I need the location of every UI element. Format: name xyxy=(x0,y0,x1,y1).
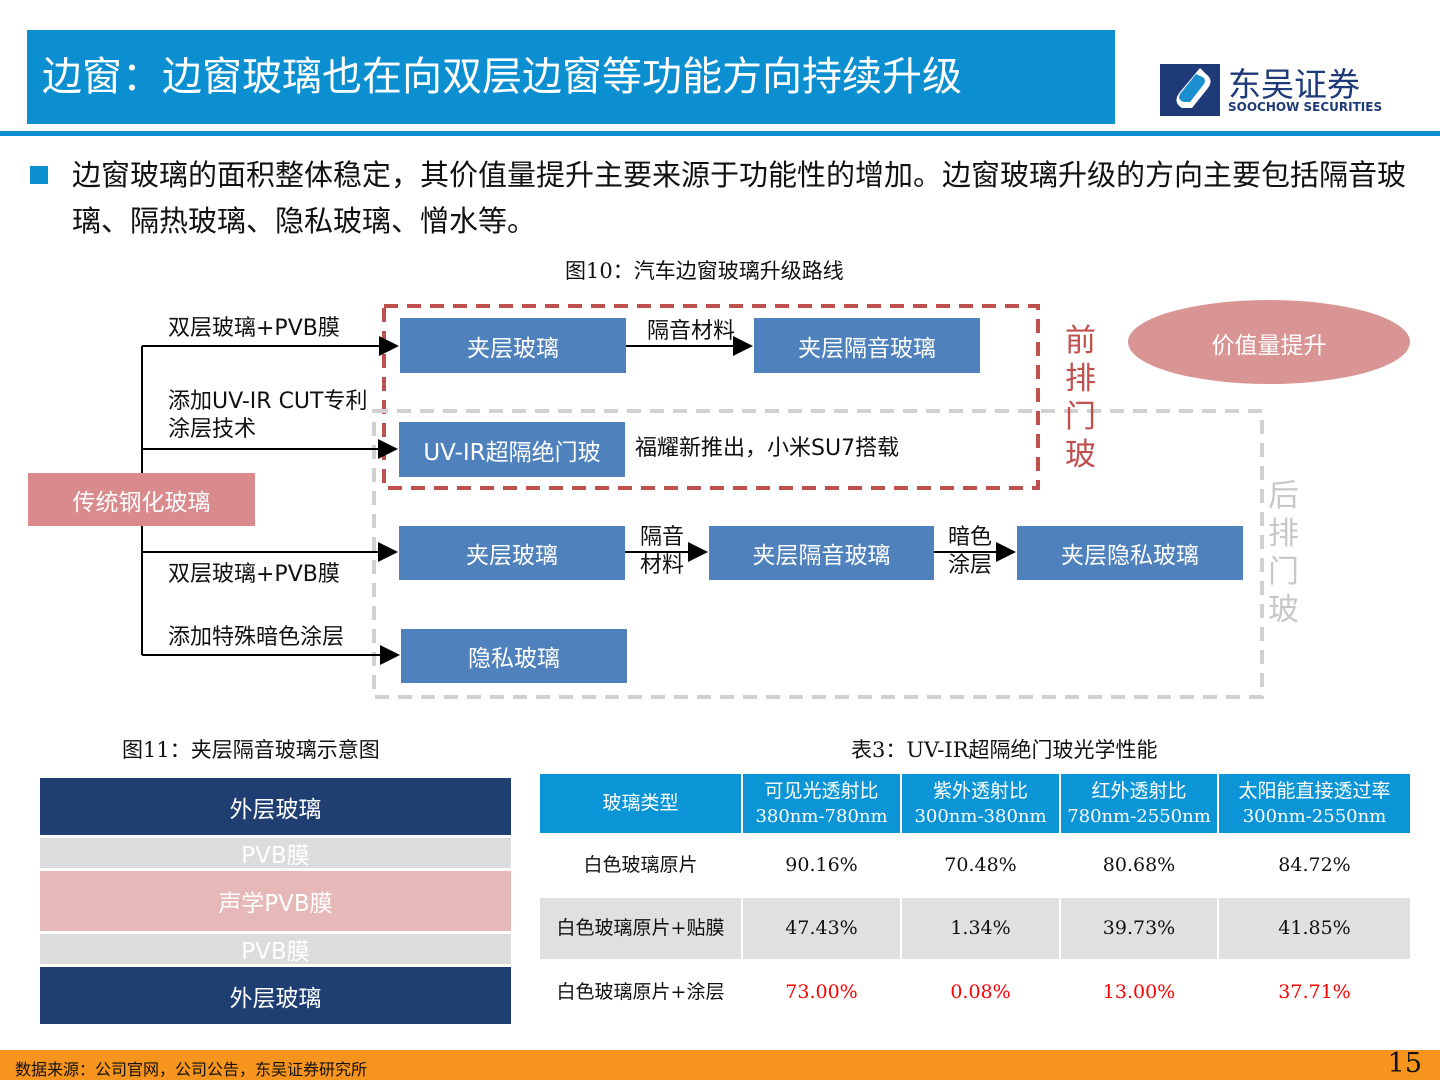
table-cell: 70.48% xyxy=(902,835,1059,896)
table-cell: 1.34% xyxy=(902,898,1059,959)
flow-box: 夹层隔音玻璃 xyxy=(754,318,980,373)
header-rule xyxy=(0,131,1440,136)
branch-label: 添加特殊暗色涂层 xyxy=(168,625,345,650)
table-cell: 37.71% xyxy=(1219,961,1410,1024)
table-cell: 80.68% xyxy=(1061,835,1217,896)
table-cell: 41.85% xyxy=(1219,898,1410,959)
diagram-lines xyxy=(141,300,1410,699)
flow-box: 夹层玻璃 xyxy=(400,318,626,373)
table3-caption: 表3：UV-IR超隔绝门玻光学性能 xyxy=(851,738,1158,762)
figure10-caption: 图10：汽车边窗玻璃升级路线 xyxy=(565,259,844,283)
logo-icon xyxy=(1160,64,1220,116)
flow-box: 隐私玻璃 xyxy=(401,629,627,683)
layer-pvb: PVB膜 xyxy=(40,934,511,965)
branch-label: 双层玻璃+PVB膜 xyxy=(168,316,340,341)
company-logo: 东吴证券 SOOCHOW SECURITIES xyxy=(1160,62,1382,118)
rear-door-frame xyxy=(372,409,1264,699)
arrow-label: 隔音材料 xyxy=(640,525,685,578)
table-cell: 13.00% xyxy=(1061,961,1217,1024)
branch-label: 双层玻璃+PVB膜 xyxy=(168,562,340,587)
front-door-label: 前排门玻 xyxy=(1065,323,1096,473)
row-label: 白色玻璃原片+涂层 xyxy=(540,961,741,1024)
layer-outer-glass: 外层玻璃 xyxy=(40,967,511,1024)
layer-pvb: PVB膜 xyxy=(40,838,511,869)
rear-door-label: 后排门玻 xyxy=(1268,478,1299,628)
value-ellipse xyxy=(1128,300,1410,384)
table-cell: 0.08% xyxy=(902,961,1059,1024)
root-box: 传统钢化玻璃 xyxy=(28,473,255,526)
figure11-caption: 图11：夹层隔音玻璃示意图 xyxy=(122,738,380,762)
table-cell: 47.43% xyxy=(743,898,900,959)
flow-box: 夹层隔音玻璃 xyxy=(709,526,934,580)
table-cell: 84.72% xyxy=(1219,835,1410,896)
arrow-label: 暗色涂层 xyxy=(948,525,993,578)
table-header: 玻璃类型 xyxy=(540,774,741,833)
table-cell: 39.73% xyxy=(1061,898,1217,959)
row-label: 白色玻璃原片+贴膜 xyxy=(540,898,741,959)
table-cell: 90.16% xyxy=(743,835,900,896)
layer-acoustic-pvb: 声学PVB膜 xyxy=(40,871,511,931)
branch-label: 添加UV-IR CUT专利涂层技术 xyxy=(168,389,368,442)
flow-box: 夹层玻璃 xyxy=(399,526,625,580)
footer-bar: 数据来源：公司官网，公司公告，东吴证券研究所 15 xyxy=(0,1048,1440,1080)
bullet-marker xyxy=(30,166,48,184)
page-title: 边窗：边窗玻璃也在向双层边窗等功能方向持续升级 xyxy=(27,30,1115,124)
note-text: 福耀新推出，小米SU7搭载 xyxy=(635,436,900,461)
layer-outer-glass: 外层玻璃 xyxy=(40,778,511,835)
bullet-text: 边窗玻璃的面积整体稳定，其价值量提升主要来源于功能性的增加。边窗玻璃升级的方向主… xyxy=(72,158,1407,238)
row-label: 白色玻璃原片 xyxy=(540,835,741,896)
source-note: 数据来源：公司官网，公司公告，东吴证券研究所 xyxy=(15,1060,368,1079)
page-number: 15 xyxy=(1387,1048,1422,1079)
flow-box: UV-IR超隔绝门玻 xyxy=(399,422,625,477)
value-label: 价值量提升 xyxy=(1211,333,1327,359)
front-door-frame xyxy=(382,304,1040,490)
arrow-label: 隔音材料 xyxy=(647,319,736,344)
flow-box: 夹层隐私玻璃 xyxy=(1017,526,1243,580)
table-cell: 73.00% xyxy=(743,961,900,1024)
